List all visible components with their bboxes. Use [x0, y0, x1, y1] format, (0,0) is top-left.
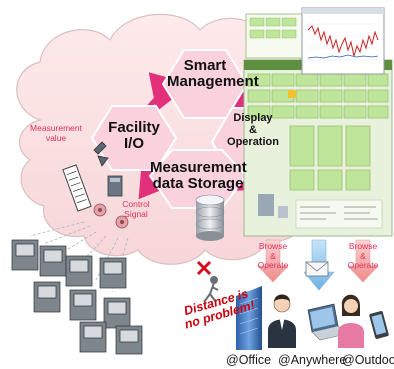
office-building-icon	[236, 286, 262, 350]
thumbnail-screen	[245, 13, 303, 59]
browse-arrow-left	[257, 239, 289, 283]
trend-chart-window	[301, 7, 385, 75]
x-mark-icon	[196, 260, 212, 276]
smartphone-icon	[369, 311, 389, 339]
laptop-icon	[307, 303, 347, 341]
hub-facility-io-label: Facility I/O	[108, 119, 160, 152]
location-outdoor: @Outdoor	[342, 353, 394, 367]
controller-cabinets	[11, 239, 143, 355]
browse-operate-right-label: Browse & Operate	[347, 241, 379, 270]
user-icon	[268, 294, 296, 348]
dashboard-screen	[243, 59, 393, 237]
browse-arrow-right	[347, 239, 379, 283]
sensor-instruments	[62, 141, 129, 229]
hub-smart-management-label: Smart Management	[167, 57, 259, 90]
location-office: @Office	[226, 353, 272, 367]
control-signal-label: Control Signal	[122, 199, 150, 219]
database-icon	[195, 194, 225, 241]
location-anywhere: @Anywhere	[278, 353, 347, 367]
walking-person-icon	[203, 276, 219, 303]
hub-measurement-storage-label: Measurement data Storage	[150, 159, 247, 192]
mail-icon	[305, 261, 329, 277]
measurement-value-label: Measurement value	[30, 123, 82, 143]
browse-operate-left-label: Browse & Operate	[257, 241, 289, 270]
hub-display-operation-label: Display & Operation	[227, 112, 279, 148]
user-icon-outdoor	[338, 294, 364, 348]
